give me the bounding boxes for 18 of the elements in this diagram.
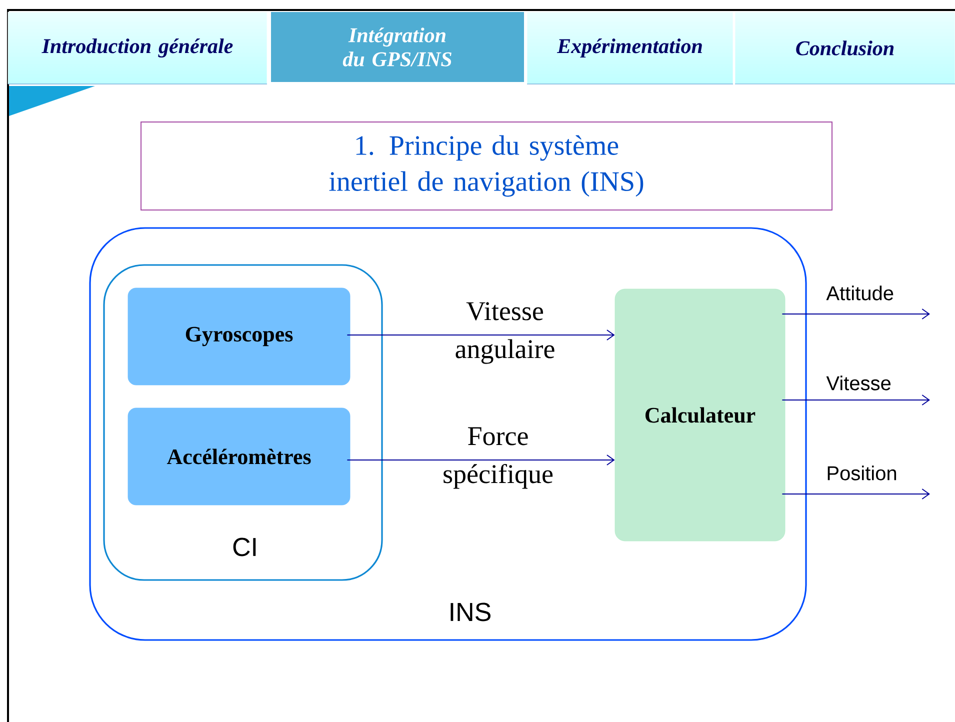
arrow (782, 308, 930, 320)
arrow (782, 394, 930, 406)
sensor-box: Accéléromètres (128, 408, 350, 506)
arrow (346, 454, 615, 466)
tab-box: Conclusion (734, 12, 955, 84)
edge-label: Vitesse angulaire (456, 302, 554, 364)
tab-box: Expérimentation (526, 12, 734, 84)
edge-label: Attitude (826, 286, 894, 300)
processor-box: Calculateur (614, 288, 786, 542)
arrow (346, 330, 615, 340)
edge-label: Position (828, 466, 896, 480)
edge-label: Force spécifique (444, 427, 553, 489)
edge-label: Vitesse (826, 376, 891, 390)
tab-box: Intégration du GPS/INS (271, 12, 524, 82)
arrow (782, 488, 930, 500)
slide-title-box: 1. Principe du système inertiel de navigation (INS) (140, 122, 832, 210)
sensor-box: Gyroscopes (128, 288, 350, 386)
tab-box: Introduction générale (8, 12, 268, 84)
